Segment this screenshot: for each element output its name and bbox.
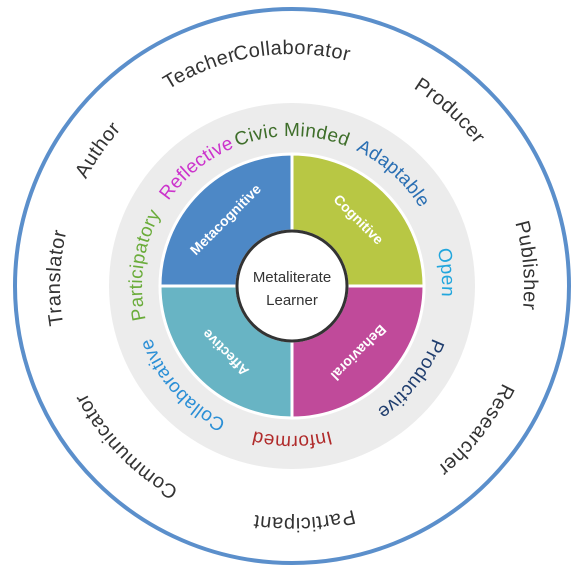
center-title-line2: Learner [266,292,318,309]
center-circle [235,229,349,343]
center-title-line1: Metaliterate [253,269,331,286]
